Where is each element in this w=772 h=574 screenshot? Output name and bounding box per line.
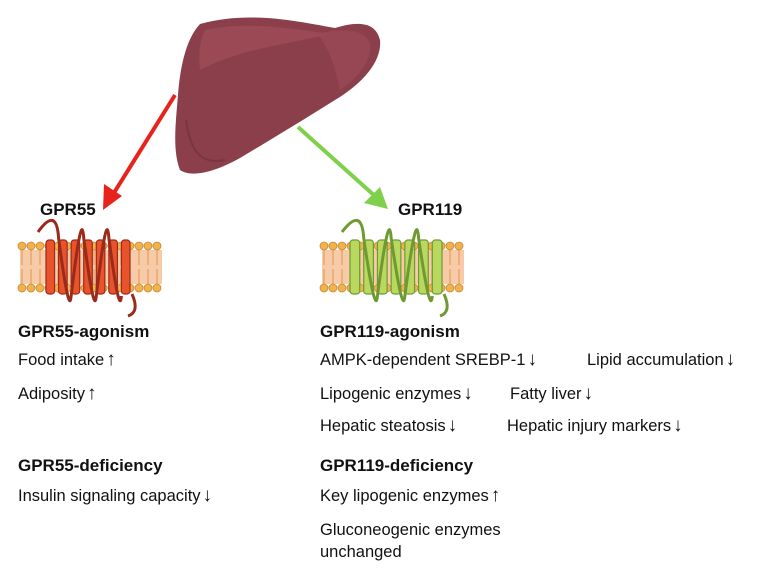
liver-icon xyxy=(175,17,381,174)
gpr119-effect-key-lipogenic: Key lipogenic enzymes↑ xyxy=(320,485,501,506)
gpr119-membrane-icon xyxy=(319,219,464,318)
arrow-head-gpr55 xyxy=(103,184,122,210)
arrow-to-gpr119 xyxy=(296,125,378,199)
down-arrow-icon: ↓ xyxy=(447,415,458,436)
gpr119-effect-lipogenic-enzymes: Lipogenic enzymes↓ xyxy=(320,383,473,404)
arrow-to-gpr55 xyxy=(110,93,177,198)
gpr55-agonism-title: GPR55-agonism xyxy=(18,322,150,341)
gpr119-effect-lipid-accumulation: Lipid accumulation↓ xyxy=(587,349,736,370)
down-arrow-icon: ↓ xyxy=(527,349,537,370)
gpr119-effect-fatty-liver: Fatty liver↓ xyxy=(510,383,594,404)
down-arrow-icon: ↓ xyxy=(463,383,473,404)
gpr119-deficiency-title: GPR119-deficiency xyxy=(320,456,474,475)
up-arrow-icon: ↑ xyxy=(490,485,501,506)
gpr55-effect-food-intake: Food intake↑ xyxy=(18,349,116,370)
gpr55-effect-adiposity: Adiposity↑ xyxy=(18,383,97,404)
gpr119-agonism-title: GPR119-agonism xyxy=(320,322,460,341)
gpr55-membrane-icon xyxy=(17,219,162,318)
down-arrow-icon: ↓ xyxy=(583,383,594,404)
gpr55-deficiency-title: GPR55-deficiency xyxy=(18,456,163,475)
up-arrow-icon: ↑ xyxy=(86,383,97,404)
gpr55-label: GPR55 xyxy=(40,200,96,219)
gpr119-effect-hepatic-injury: Hepatic injury markers↓ xyxy=(507,415,683,436)
gpr119-label: GPR119 xyxy=(398,200,463,219)
down-arrow-icon: ↓ xyxy=(725,349,736,370)
down-arrow-icon: ↓ xyxy=(202,485,213,506)
up-arrow-icon: ↑ xyxy=(106,349,116,370)
gpr119-effect-srebp1: AMPK-dependent SREBP-1↓ xyxy=(320,349,537,370)
arrow-head-gpr119 xyxy=(364,187,388,209)
gpr55-effect-insulin: Insulin signaling capacity↓ xyxy=(18,485,213,506)
gpr119-effect-hepatic-steatosis: Hepatic steatosis↓ xyxy=(320,415,458,436)
gpr119-effect-unchanged: unchanged xyxy=(320,543,402,561)
down-arrow-icon: ↓ xyxy=(673,415,683,436)
gpr119-effect-gluconeogenic: Gluconeogenic enzymes xyxy=(320,521,501,539)
